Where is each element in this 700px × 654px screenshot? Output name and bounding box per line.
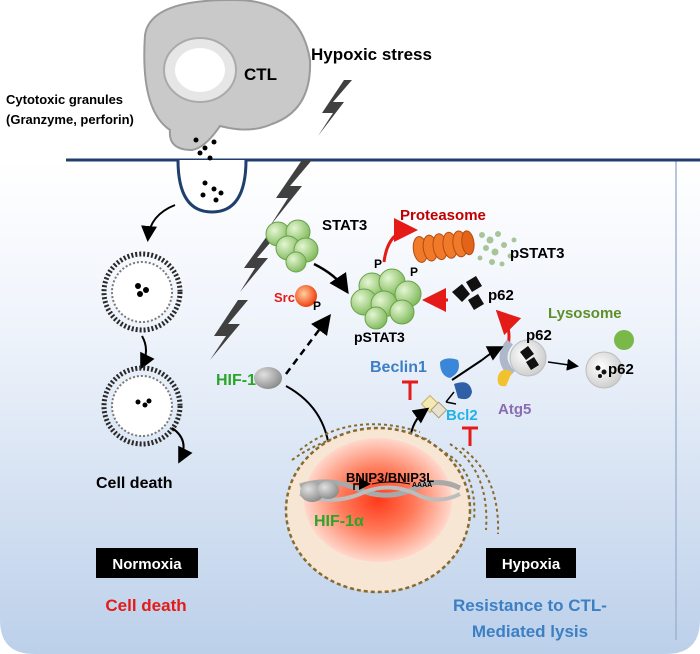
hypoxic-stress-label: Hypoxic stress (311, 45, 432, 64)
arrow-autophagosome-to-lysosome (547, 358, 579, 371)
p62-aggregate (452, 276, 484, 310)
pstat3-phospho-right: P (410, 265, 418, 279)
beclin1-label: Beclin1 (370, 359, 427, 376)
endosome-vesicle-2 (101, 365, 183, 447)
normoxia-outcome-label: Cell death (105, 596, 186, 615)
normoxia-box (96, 548, 198, 578)
transcription-start-arrow (353, 478, 371, 490)
arrow-vesicle1-to-vesicle2 (140, 335, 155, 370)
pstat3-label: pSTAT3 (354, 329, 405, 345)
degraded-pstat3-fragments (477, 231, 517, 267)
endosome-vesicle-1 (101, 251, 183, 333)
hif1a-nuclear-label: HIF-1α (314, 513, 364, 530)
bcl2-label: Bcl2 (446, 407, 478, 424)
cell-death-label: Cell death (96, 475, 172, 492)
src-phospho-label: P (313, 299, 321, 313)
beclin1-inhibition-mark (402, 380, 418, 400)
p62-label-c: p62 (608, 361, 634, 378)
arrow-stat3-to-pstat3 (313, 262, 349, 295)
stat3-molecule (265, 219, 319, 273)
pstat3-molecule (350, 268, 422, 330)
arrow-pstat3-to-proteasome (382, 218, 418, 263)
autolysosome (585, 330, 634, 389)
proteasome-complex (412, 230, 475, 263)
arrow-vesicle2-to-death (171, 427, 193, 464)
stat3-label: STAT3 (322, 217, 367, 234)
atg5-protein (497, 369, 512, 387)
pstat3-phospho-left: P (374, 257, 382, 271)
degraded-pstat3-label: pSTAT3 (510, 245, 564, 262)
cell-cytoplasm (0, 160, 700, 654)
bcl2-inhibition-mark (462, 426, 478, 446)
hypoxia-box (486, 548, 576, 578)
normoxia-label: Normoxia (112, 556, 182, 573)
lightning-bolts-icon (210, 80, 352, 360)
polya-tail-label: AAAA (412, 482, 432, 489)
p62-label-b: p62 (526, 327, 552, 344)
endoplasmic-reticulum (291, 423, 500, 535)
nucleus (284, 426, 472, 594)
arrow-beclin1-to-autophagosome (481, 346, 504, 361)
autophagosome (499, 339, 547, 377)
bcl2-protein (454, 382, 472, 400)
src-kinase (295, 285, 317, 307)
atg5-label: Atg5 (498, 401, 531, 418)
proteasome-label: Proteasome (400, 207, 486, 224)
p62-label-a: p62 (488, 287, 514, 304)
granules-label-line1: Cytotoxic granules (6, 92, 123, 107)
hypoxia-label: Hypoxia (502, 556, 561, 573)
mrna-transcript (371, 481, 411, 485)
hypoxia-outcome-line1: Resistance to CTL- (453, 596, 607, 615)
hypoxia-outcome-line2: Mediated lysis (472, 622, 588, 641)
granules-label-line2: (Granzyme, perforin) (6, 112, 134, 127)
bnip3-bcl2-link (445, 391, 457, 405)
hif1a-cyto-label: HIF-1α (216, 372, 266, 389)
beclin1-to-autophagosome-link (451, 359, 483, 381)
lysosome-label: Lysosome (548, 305, 622, 322)
beclin1-protein (440, 358, 459, 378)
arrow-granule-to-vesicle (141, 204, 176, 242)
granule-release-vesicle (176, 137, 248, 214)
hif1a-protein (254, 367, 282, 389)
ctl-label: CTL (244, 65, 277, 84)
ctl-cell (143, 0, 312, 152)
src-label: Src (274, 290, 295, 305)
